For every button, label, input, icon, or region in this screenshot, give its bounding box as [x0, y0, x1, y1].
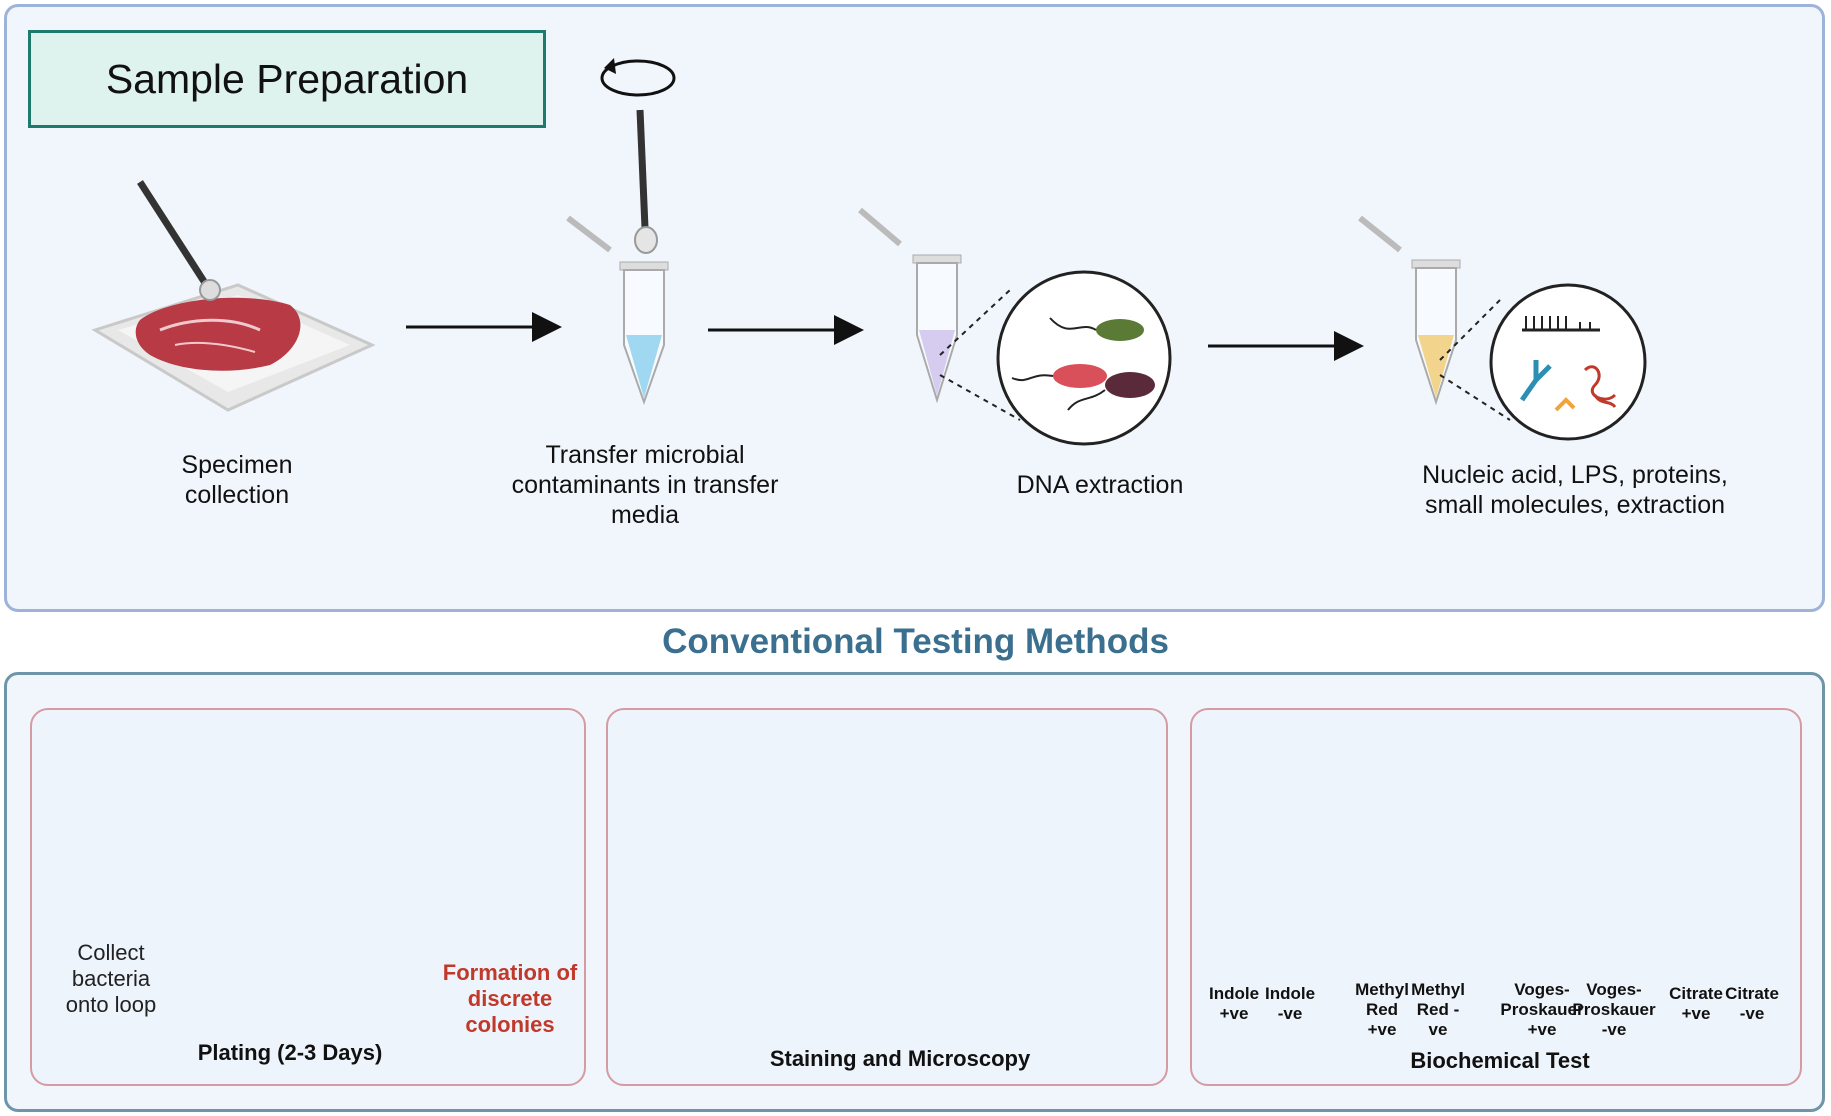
- tube-label-citrate-neg: Citrate -ve: [1725, 984, 1779, 1023]
- plating-title: Plating (2-3 Days): [197, 1040, 383, 1065]
- tube-label-mr-neg: Methyl Red - ve: [1411, 980, 1465, 1039]
- specimen-collection-label: Specimen collection: [181, 451, 293, 509]
- staining-title: Staining and Microscopy: [769, 1046, 1031, 1071]
- tube-label-indole-pos: Indole +ve: [1208, 984, 1260, 1023]
- dna-extraction-label: DNA extraction: [1016, 471, 1184, 499]
- swab-icon: [137, 180, 221, 301]
- molecules-zoom-icon: [1489, 283, 1647, 441]
- plating-panel: [30, 708, 586, 1086]
- conventional-methods-title: Conventional Testing Methods: [662, 622, 1169, 661]
- tube-label-citrate-pos: Citrate +ve: [1669, 984, 1723, 1023]
- tube-label-vp-neg: Voges- Proskauer -ve: [1572, 980, 1656, 1039]
- colonies-label: Formation of discrete colonies: [442, 960, 578, 1037]
- vertical-swab-icon: [636, 109, 649, 229]
- collect-bacteria-label: Collect bacteria onto loop: [65, 940, 157, 1017]
- tube-label-vp-pos: Voges- Proskauer +ve: [1500, 980, 1584, 1039]
- extraction-tube-icon: [1358, 215, 1461, 406]
- meat-tray-icon: [91, 283, 376, 412]
- staining-panel: [606, 708, 1168, 1086]
- bacteria-zoom-icon: [996, 270, 1172, 446]
- transfer-label: Transfer microbial contaminants in trans…: [511, 441, 779, 529]
- dna-tube-icon: [858, 207, 962, 404]
- tube-label-indole-neg: Indole -ve: [1264, 984, 1316, 1023]
- tube-label-mr-pos: Methyl Red +ve: [1355, 980, 1409, 1039]
- sample-preparation-title: Sample Preparation: [28, 30, 546, 128]
- rotate-icon: [600, 58, 676, 97]
- extraction-label: Nucleic acid, LPS, proteins, small molec…: [1422, 461, 1728, 519]
- biochemical-panel: [1190, 708, 1802, 1086]
- transfer-tube-icon: [566, 215, 669, 406]
- biochemical-title: Biochemical Test: [1410, 1048, 1590, 1073]
